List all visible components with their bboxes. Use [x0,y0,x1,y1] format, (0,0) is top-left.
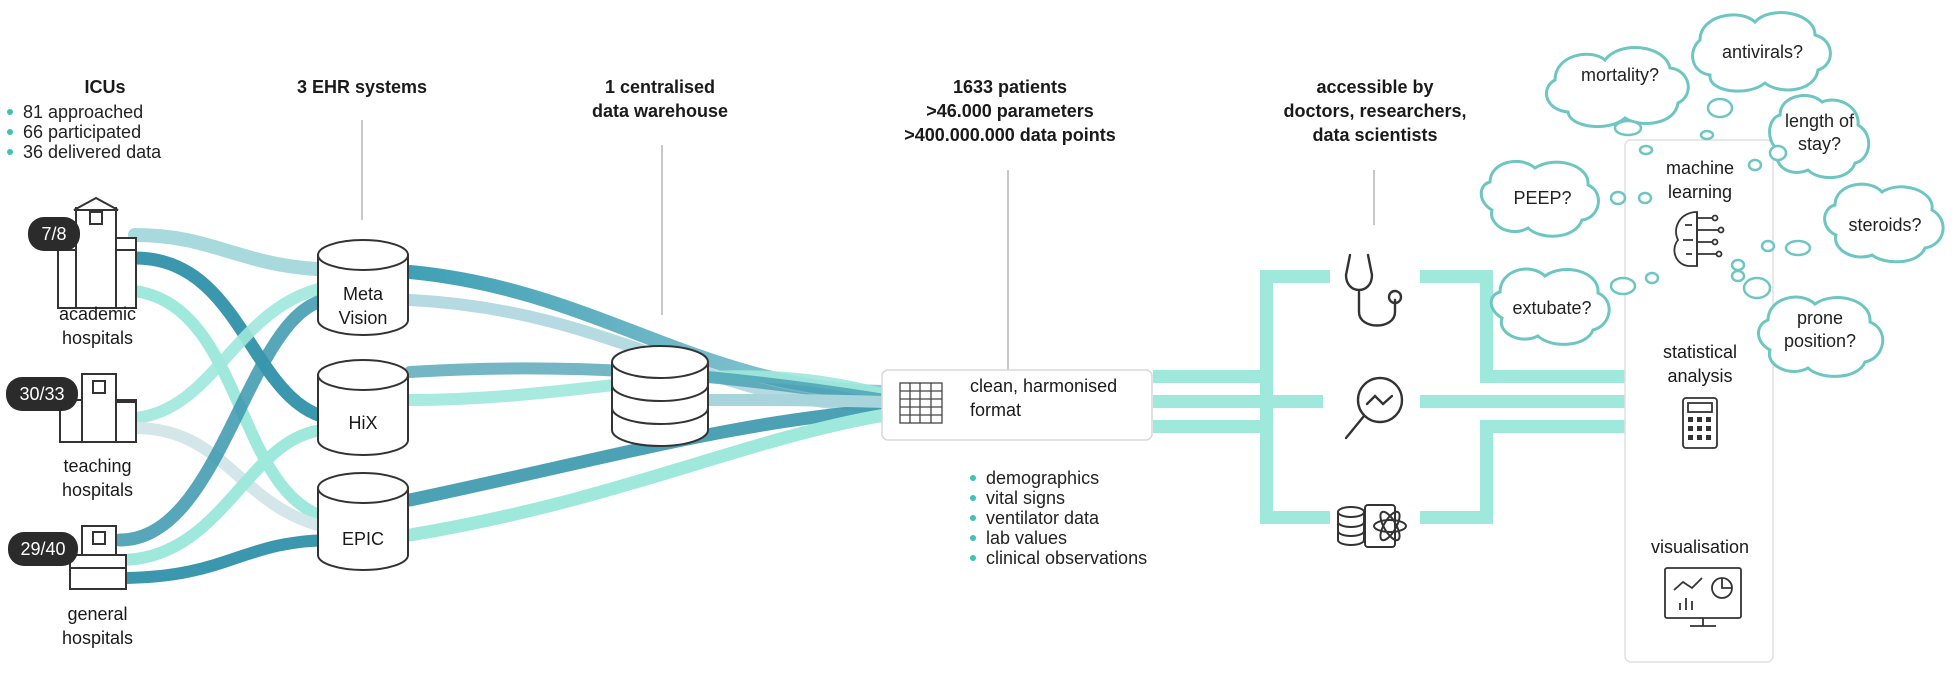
academic-badge: 7/8 [28,217,80,251]
dataset-title-line: 1633 patients [952,77,1068,97]
question-line: prone [1796,308,1844,328]
general-badge: 29/40 [8,532,78,566]
access-bands [1153,270,1625,524]
content-item: clinical observations [968,548,1147,568]
content-item: ventilator data [968,508,1147,528]
general-label-line: general [67,604,128,624]
content-item: lab values [968,528,1147,548]
icus-stat: 66 participated [5,122,161,142]
question-peep: PEEP? [1513,188,1572,208]
flow-bands-hospitals-to-ehr [113,228,352,584]
teaching-badge: 30/33 [6,377,78,411]
teaching-hospital-icon [59,373,137,443]
format-label-line: clean, harmonised [970,376,1118,396]
calculator-icon [1682,397,1718,449]
thought-bubbles [1609,97,1812,300]
warehouse-database-icon [611,345,709,447]
teaching-label-line: teaching [63,456,132,476]
machine-learning-line: learning [1667,182,1733,202]
general-label-line: hospitals [61,628,134,648]
icus-stat: 81 approached [5,102,161,122]
content-item: vital signs [968,488,1147,508]
dataset-title: 1633 patients >46.000 parameters >400.00… [865,75,1155,147]
teaching-label-line: hospitals [61,480,134,500]
question-line: position? [1783,331,1857,351]
content-item: demographics [968,468,1147,488]
ehr-metavision-cylinder [317,239,409,336]
spreadsheet-icon [899,382,943,424]
stethoscope-icon [1344,253,1403,327]
statistical-analysis-line: statistical [1662,342,1738,362]
warehouse-title: 1 centralised data warehouse [565,75,755,123]
ehr-epic-label: EPIC [341,529,384,549]
general-hospital-icon [69,525,127,590]
question-prone-position: prone position? [1765,307,1875,353]
question-extubate: extubate? [1512,298,1592,318]
ehr-metavision-label: Meta Vision [318,282,408,330]
question-length-of-stay: length of stay? [1772,110,1867,156]
icus-title: ICUs [84,77,126,97]
access-title-line: doctors, researchers, [1283,101,1467,121]
question-line: length of [1784,111,1855,131]
brain-circuit-icon [1673,211,1725,267]
icus-stats: 81 approached 66 participated 36 deliver… [5,102,161,162]
statistical-analysis-line: analysis [1667,366,1733,386]
ehr-label-line: Meta [342,284,384,304]
machine-learning-label: machine learning [1640,156,1760,204]
warehouse-title-line: 1 centralised [604,77,716,97]
academic-hospital-icon [57,196,137,309]
dataset-title-line: >400.000.000 data points [904,125,1116,145]
data-science-icon [1337,504,1407,548]
ehr-title: 3 EHR systems [296,77,428,97]
question-mortality: mortality? [1580,65,1660,85]
question-line: stay? [1797,134,1842,154]
format-label: clean, harmonised format [970,374,1145,422]
question-steroids: steroids? [1848,215,1922,235]
icus-stat: 36 delivered data [5,142,161,162]
monitor-chart-icon [1664,567,1742,627]
analysis-magnifier-icon [1344,376,1404,440]
ehr-epic-cylinder [317,472,409,571]
format-box [881,369,1153,441]
access-title-line: accessible by [1316,77,1434,97]
dataset-contents: demographics vital signs ventilator data… [968,468,1147,568]
visualisation-label: visualisation [1650,537,1750,557]
access-title-line: data scientists [1312,125,1438,145]
access-title: accessible by doctors, researchers, data… [1255,75,1495,147]
academic-label-line: hospitals [61,328,134,348]
machine-learning-line: machine [1665,158,1735,178]
academic-label-line: academic [58,304,137,324]
dataset-title-line: >46.000 parameters [926,101,1094,121]
general-label: general hospitals [40,602,155,650]
ehr-hix-cylinder [317,359,409,456]
academic-label: academic hospitals [40,302,155,350]
header-connectors [361,120,1375,370]
statistical-analysis-label: statistical analysis [1640,340,1760,388]
warehouse-title-line: data warehouse [591,101,729,121]
format-label-line: format [970,400,1022,420]
thought-clouds [1479,11,1945,378]
teaching-label: teaching hospitals [40,454,155,502]
ehr-label-line: Vision [338,308,388,328]
ehr-hix-label: HiX [348,413,378,433]
question-antivirals: antivirals? [1721,42,1804,62]
